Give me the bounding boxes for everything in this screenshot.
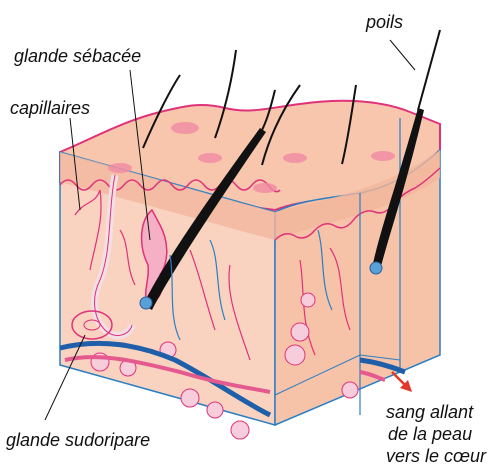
pore-1: [171, 122, 199, 134]
label-hairs: poils: [365, 12, 403, 32]
pore-3: [198, 153, 222, 163]
label-blood-flow-2: de la peau: [388, 424, 472, 444]
label-blood-flow-1: sang allant: [386, 402, 474, 422]
pore-2: [108, 163, 132, 173]
leader-hairs: [390, 40, 415, 70]
hair-bulb-main: [140, 297, 152, 309]
hair-shaft-5: [418, 30, 440, 110]
hair-bulb-right: [370, 262, 382, 274]
pore-4: [283, 153, 307, 163]
label-blood-flow-3: vers le cœur: [386, 446, 487, 466]
label-capillaries: capillaires: [10, 98, 90, 118]
label-sweat-gland: glande sudoripare: [6, 430, 150, 450]
label-sebaceous-gland: glande sébacée: [14, 46, 141, 66]
pore-6: [371, 151, 395, 161]
pore-5: [253, 183, 277, 193]
